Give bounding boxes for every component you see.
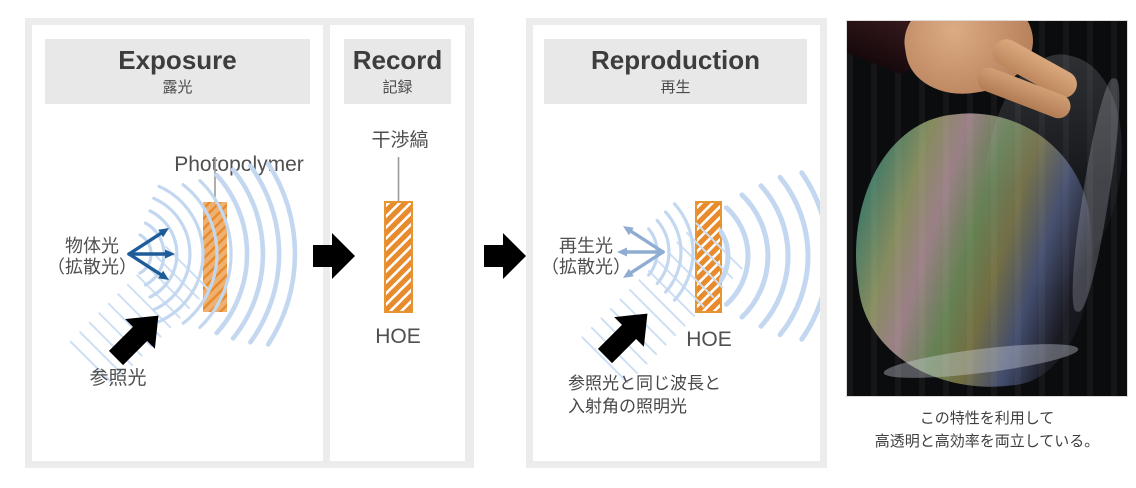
flow-arrow-icon [484, 233, 526, 279]
illumination-light-arrow-icon [590, 298, 663, 371]
exposure-header: Exposure 露光 [45, 39, 310, 104]
hoe-film-photo [846, 20, 1128, 397]
exposure-record-container: Exposure 露光 Photopolymer 物体光 （拡散光） [25, 18, 474, 468]
hoe-label: HOE [686, 328, 732, 351]
reproduction-header: Reproduction 再生 [544, 39, 807, 104]
object-light-line2: （拡散光） [47, 257, 137, 278]
record-title: Record [352, 44, 443, 75]
photo-caption-line2: 高透明と高効率を両立している。 [874, 432, 1100, 450]
object-light-waves [138, 161, 298, 347]
record-panel: Record 記録 干渉縞 HOE [330, 25, 465, 461]
photo-caption: この特性を利用して 高透明と高効率を両立している。 [826, 408, 1136, 453]
object-light-line1: 物体光 [65, 236, 119, 256]
record-diagram [384, 157, 413, 313]
reproduction-subtitle: 再生 [660, 79, 691, 97]
record-header: Record 記録 [344, 39, 451, 104]
object-light-label: 物体光 （拡散光） [47, 236, 137, 278]
reproduced-light-waves [647, 202, 695, 302]
illumination-note-line1: 参照光と同じ波長と [568, 374, 721, 393]
illumination-note: 参照光と同じ波長と 入射角の照明光 [568, 373, 721, 419]
hoe-element [695, 201, 722, 313]
hoe-label: HOE [375, 325, 421, 348]
hoe-element [384, 201, 413, 313]
reference-light-label: 参照光 [89, 368, 147, 389]
reproduced-light-label: 再生光 （拡散光） [541, 236, 631, 278]
reproduction-container: Reproduction 再生 再生光 （拡散光） HOE [526, 18, 827, 468]
exposure-subtitle: 露光 [162, 79, 193, 97]
flow-arrow-icon [313, 233, 355, 279]
reproduction-panel: Reproduction 再生 再生光 （拡散光） HOE [533, 25, 820, 461]
reproduction-diagram [581, 170, 820, 384]
interference-fringe-label: 干渉縞 [371, 130, 429, 151]
record-subtitle: 記録 [382, 79, 413, 97]
photo-caption-line1: この特性を利用して [919, 410, 1055, 427]
reproduction-title: Reproduction [591, 44, 760, 75]
exposure-panel: Exposure 露光 Photopolymer 物体光 （拡散光） [32, 25, 323, 461]
diffracted-light-waves [719, 170, 820, 342]
exposure-diagram [69, 157, 298, 386]
reproduced-light-line1: 再生光 [559, 236, 613, 256]
illumination-note-line2: 入射角の照明光 [568, 396, 687, 416]
reproduced-light-line2: （拡散光） [541, 257, 631, 278]
exposure-title: Exposure [118, 44, 237, 75]
